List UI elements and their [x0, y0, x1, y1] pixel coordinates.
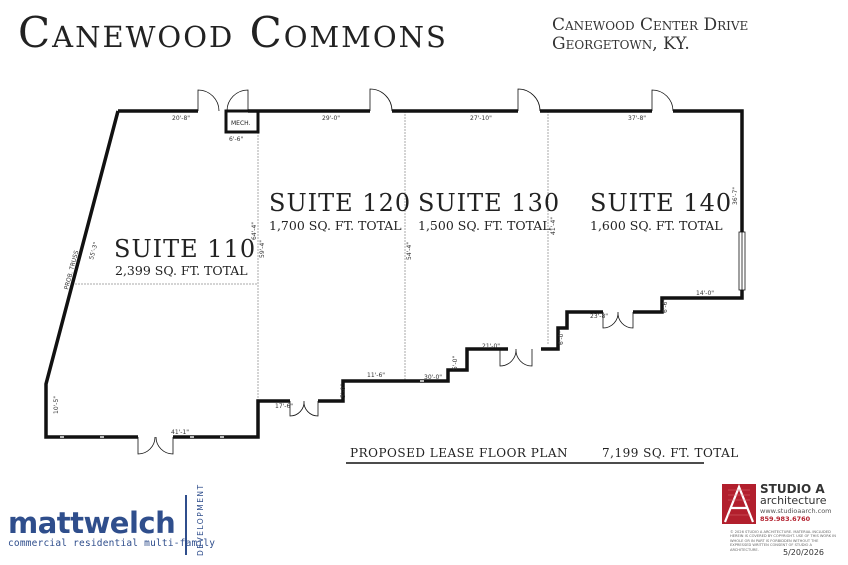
suite-110: SUITE 110 2,399 SQ. FT. TOTAL — [114, 235, 256, 278]
top-doors — [197, 88, 674, 112]
interior-walls — [75, 111, 549, 413]
dim-top-120: 29'-0" — [322, 115, 340, 122]
architect-phone: 859.983.6760 — [760, 515, 811, 523]
dim-s120-bottom: 11'-6" — [367, 372, 385, 379]
door-130 — [499, 348, 533, 367]
dim-wall-120-130: 54'-4" — [406, 242, 413, 260]
plan-total: 7,199 SQ. FT. TOTAL — [602, 446, 739, 460]
dim-step-5-0-b: 5'-0" — [340, 384, 347, 398]
dim-top-110: 20'-8" — [172, 115, 190, 122]
developer-name: mattwelch — [8, 506, 176, 540]
page-title: Canewood Commons — [18, 8, 448, 57]
architect-name: STUDIO A architecture — [760, 483, 827, 507]
developer-vertical-label: DEVELOPMENT — [196, 483, 205, 556]
dim-wall-110-120: 59'-4" — [259, 240, 266, 258]
door-top-5 — [651, 89, 674, 112]
architect-fine-print: © 2026 STUDIO A ARCHITECTURE. MATERIAL I… — [730, 530, 836, 552]
suite-130-name: SUITE 130 — [418, 189, 560, 217]
suite-130-area: 1,500 SQ. FT. TOTAL — [418, 218, 551, 233]
dim-step-6-0: 6'-0" — [558, 331, 565, 345]
door-top-4 — [517, 88, 541, 112]
architect-name-line-1: STUDIO A — [760, 482, 825, 496]
suite-120: SUITE 120 1,700 SQ. FT. TOTAL — [269, 189, 411, 233]
dim-top-130: 27'-10" — [470, 115, 492, 122]
exterior-wall — [44, 109, 744, 439]
dim-s130-bottom: 30'-0" — [424, 374, 442, 381]
dim-s140-door: 23'-8" — [590, 313, 608, 320]
dim-s140-bottom: 14'-0" — [696, 290, 714, 297]
storefront-doors — [137, 311, 634, 455]
dim-mech-width: 6'-6" — [229, 136, 243, 143]
architect-website: www.studioaarch.com — [760, 507, 832, 515]
door-top-1 — [197, 89, 220, 112]
architect-name-line-2: architecture — [760, 494, 827, 507]
door-110 — [137, 436, 174, 455]
dim-diag-1: 55'-3" — [88, 241, 99, 260]
address-line-1: Canewood Center Drive — [552, 15, 749, 35]
dim-wall-130-140: 41'-4" — [550, 217, 557, 235]
suite-140-name: SUITE 140 — [590, 189, 732, 217]
wall-mullions — [60, 348, 538, 438]
plan-date: 5/20/2026 — [783, 548, 825, 557]
plan-caption: PROPOSED LEASE FLOOR PLAN — [350, 446, 568, 460]
suite-110-name: SUITE 110 — [114, 235, 256, 263]
suite-140: SUITE 140 1,600 SQ. FT. TOTAL — [590, 189, 732, 233]
dim-s110-bottom: 41'-1" — [171, 429, 189, 436]
dim-s140-step: 6'-6" — [662, 299, 669, 313]
studio-a-logo-mark — [722, 484, 756, 524]
dim-wall-110-120-b: 64'-4" — [251, 222, 258, 240]
door-top-3 — [369, 88, 393, 112]
suite-130: SUITE 130 1,500 SQ. FT. TOTAL — [418, 189, 560, 233]
door-140 — [602, 311, 634, 329]
suite-120-name: SUITE 120 — [269, 189, 411, 217]
dim-right-side: 36'-7" — [732, 187, 739, 205]
developer-logo: mattwelch commercial residential multi-f… — [8, 506, 216, 549]
suite-140-area: 1,600 SQ. FT. TOTAL — [590, 218, 723, 233]
door-120 — [289, 400, 319, 417]
dim-s120-door: 17'-6" — [275, 403, 293, 410]
developer-divider — [185, 495, 187, 555]
developer-tagline: commercial residential multi-family — [8, 538, 216, 549]
suite-120-area: 1,700 SQ. FT. TOTAL — [269, 218, 402, 233]
dim-top-140: 37'-8" — [628, 115, 646, 122]
diagonal-window — [73, 259, 79, 277]
right-window — [738, 231, 746, 291]
address-block: Canewood Center Drive Georgetown, KY. — [552, 16, 748, 54]
dim-s110-left: 10'-5" — [53, 396, 60, 414]
mech-label: MECH. — [231, 120, 251, 127]
door-top-2 — [226, 89, 249, 112]
dim-s130-door: 21'-0" — [482, 343, 500, 350]
suite-110-area: 2,399 SQ. FT. TOTAL — [115, 263, 248, 278]
address-line-2: Georgetown, KY. — [552, 34, 690, 54]
mech-room — [224, 109, 260, 134]
dim-step-5-0-a: 5'-0" — [452, 356, 459, 370]
